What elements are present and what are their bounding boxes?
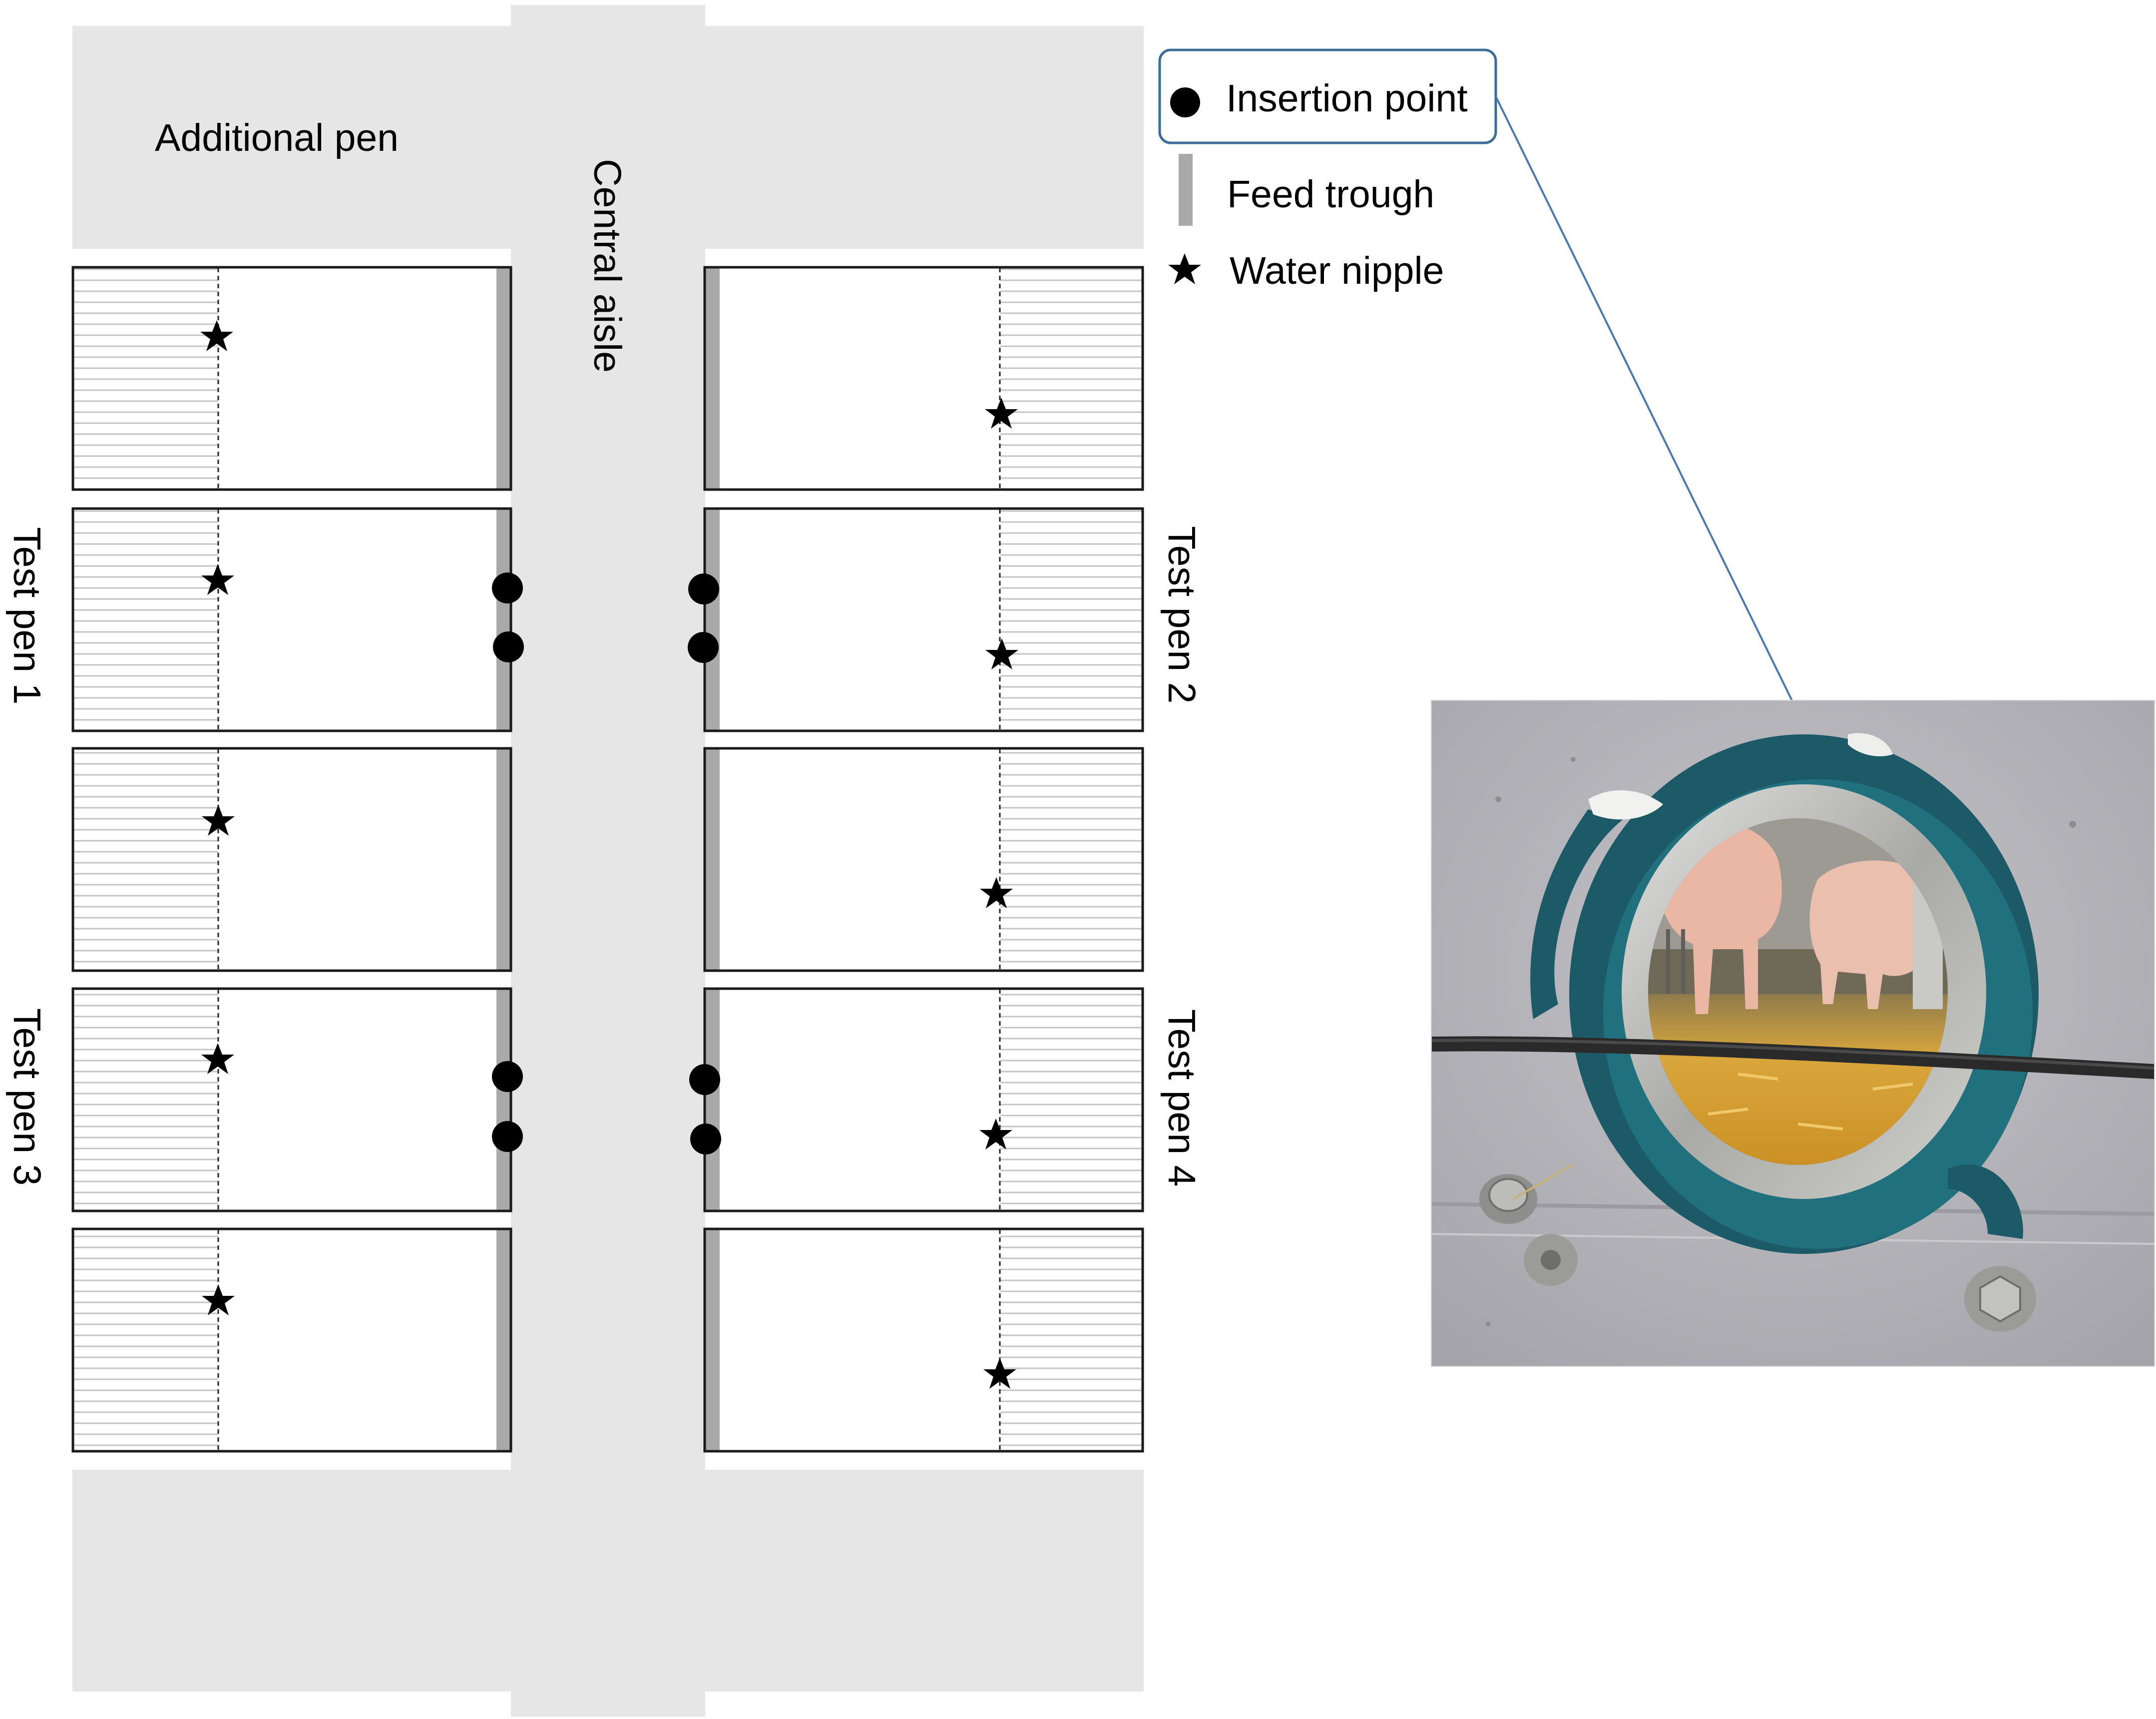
insertion-point-photo bbox=[1431, 700, 2155, 1366]
insertion-point-icon bbox=[492, 1061, 523, 1092]
slatted-floor bbox=[73, 749, 218, 970]
feed-trough bbox=[496, 989, 510, 1210]
pen bbox=[71, 987, 512, 1212]
insertion-point-icon bbox=[689, 1064, 720, 1095]
insertion-point-icon bbox=[690, 1124, 721, 1154]
insertion-points bbox=[492, 573, 721, 1154]
insertion-point-icon bbox=[492, 573, 523, 603]
central-aisle bbox=[511, 5, 705, 1717]
star-icon bbox=[1168, 253, 1201, 284]
legend-feed-trough: Feed trough bbox=[1227, 173, 1434, 216]
test-pen-2-label: Test pen 2 bbox=[1160, 526, 1203, 703]
slatted-floor bbox=[73, 268, 218, 489]
pen bbox=[703, 507, 1144, 732]
test-pen-1-label: Test pen 1 bbox=[5, 527, 48, 704]
pen bbox=[71, 266, 512, 491]
feed-trough bbox=[706, 1229, 720, 1451]
barn-aisles bbox=[72, 5, 1144, 1717]
slatted-floor bbox=[1000, 989, 1142, 1210]
slatted-floor bbox=[1000, 268, 1142, 489]
insertion-point-icon bbox=[493, 631, 524, 662]
feed-trough bbox=[496, 749, 510, 970]
pen bbox=[71, 747, 512, 972]
insertion-point-icon bbox=[688, 632, 719, 663]
pen bbox=[703, 987, 1144, 1212]
insertion-point-icon bbox=[492, 1121, 523, 1152]
pen bbox=[71, 1227, 512, 1453]
feed-trough bbox=[706, 268, 720, 489]
legend-insertion-point: Insertion point bbox=[1226, 77, 1468, 120]
pen bbox=[703, 1227, 1144, 1453]
callout-line bbox=[1495, 96, 1793, 701]
feed-trough bbox=[496, 1229, 510, 1451]
photo-frame bbox=[1431, 700, 2155, 1367]
slatted-floor bbox=[73, 989, 218, 1210]
central-aisle-label: Central aisle bbox=[586, 159, 629, 373]
right-pens bbox=[703, 266, 1144, 1453]
slatted-floor bbox=[73, 1229, 218, 1451]
test-pen-4-label: Test pen 4 bbox=[1160, 1009, 1203, 1186]
slatted-floor bbox=[73, 509, 218, 730]
pen bbox=[703, 266, 1144, 491]
pen bbox=[703, 747, 1144, 972]
top-aisle-right bbox=[704, 26, 1144, 249]
feed-trough bbox=[706, 749, 720, 970]
insertion-point-icon bbox=[688, 573, 719, 604]
slatted-floor bbox=[1000, 509, 1142, 730]
left-pens bbox=[71, 266, 512, 1453]
legend: Insertion point Feed trough Water nipple bbox=[1158, 48, 1497, 292]
feed-trough bbox=[496, 268, 510, 489]
feed-trough bbox=[706, 509, 720, 730]
slatted-floor bbox=[1000, 1229, 1142, 1451]
feed-trough bbox=[706, 989, 720, 1210]
top-aisle-left bbox=[72, 26, 512, 249]
feed-trough bbox=[496, 509, 510, 730]
pen bbox=[71, 507, 512, 732]
slatted-floor bbox=[1000, 749, 1142, 970]
bottom-aisle-left bbox=[72, 1470, 512, 1692]
legend-water-nipple: Water nipple bbox=[1230, 249, 1444, 292]
additional-pen-label: Additional pen bbox=[155, 116, 399, 159]
insertion-point-icon bbox=[1170, 87, 1200, 117]
feed-trough-icon bbox=[1179, 154, 1193, 226]
test-pen-3-label: Test pen 3 bbox=[5, 1008, 48, 1185]
bottom-aisle-right bbox=[704, 1470, 1144, 1692]
